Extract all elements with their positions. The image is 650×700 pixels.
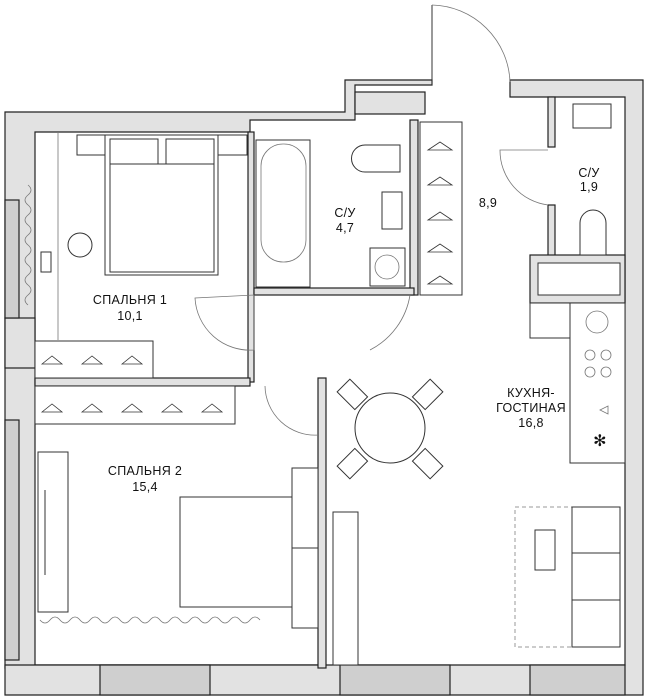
room-labels: СПАЛЬНЯ 1 10,1 С/У 4,7 8,9 С/У 1,9 КУХНЯ…	[93, 166, 599, 494]
bathroom-fixtures	[255, 139, 406, 288]
bathroom-door-swing	[369, 294, 411, 351]
sink-icon	[572, 103, 612, 129]
bedroom1-area: 10,1	[117, 309, 143, 323]
bedroom1-name: СПАЛЬНЯ 1	[93, 293, 167, 307]
hanger-icons	[34, 121, 463, 425]
wc-name: С/У	[578, 166, 599, 180]
kitchen-name-2: ГОСТИНАЯ	[496, 401, 566, 415]
bedroom2-area: 15,4	[132, 480, 158, 494]
wc-fixtures	[572, 103, 612, 256]
oven-icon	[599, 405, 609, 415]
wc-area: 1,9	[580, 180, 598, 194]
tv-stand	[332, 511, 359, 666]
toilet-icon	[579, 209, 607, 256]
dining-table	[354, 392, 426, 464]
sofa	[571, 506, 621, 648]
bathroom-door	[194, 294, 255, 351]
kitchen-name: КУХНЯ-	[507, 386, 555, 400]
wardrobe-1	[34, 340, 154, 379]
wc-door	[499, 149, 549, 206]
bedroom2-name: СПАЛЬНЯ 2	[108, 464, 182, 478]
wardrobe-2	[37, 451, 69, 613]
kitchen-furniture: ✻	[332, 302, 626, 666]
bathroom-name: С/У	[334, 206, 355, 220]
bedroom2-door	[264, 385, 319, 436]
bathroom-area: 4,7	[336, 221, 354, 235]
walls	[4, 79, 644, 696]
fridge-icon: ✻	[593, 433, 607, 450]
sink-icon	[585, 310, 609, 334]
kitchen-counter	[569, 302, 626, 464]
bedroom2-furniture	[37, 451, 319, 629]
toilet-icon	[351, 144, 401, 173]
entry-door	[431, 4, 511, 85]
kitchen-area: 16,8	[518, 416, 544, 430]
bedroom1-furniture	[24, 132, 248, 379]
chair-icon	[67, 232, 93, 258]
sink-icon	[381, 191, 403, 230]
hall-area: 8,9	[479, 196, 497, 210]
